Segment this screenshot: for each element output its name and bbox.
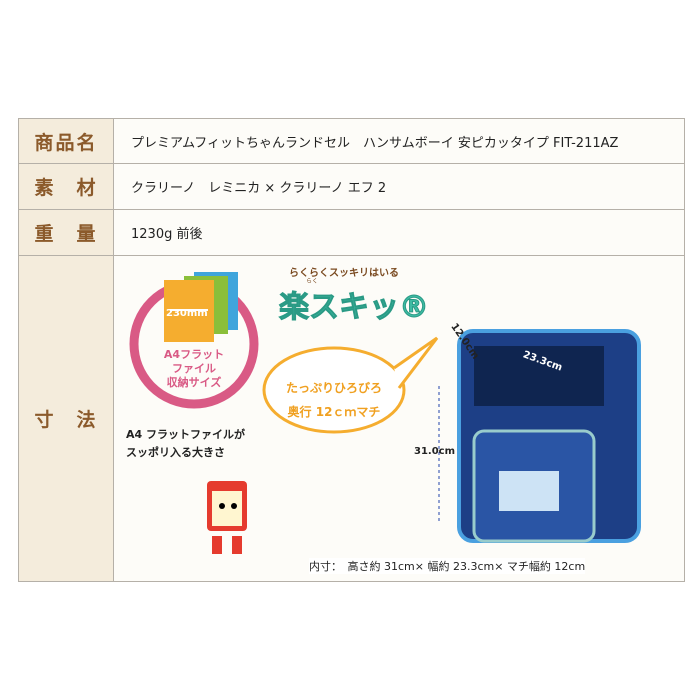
bubble-text: たっぷりひろびろ奥行 12ｃｍマチ: [285, 381, 382, 419]
tagline: らくらくスッキリはいる: [289, 268, 399, 279]
height-label: 31.0cm: [414, 446, 456, 457]
inner-size: 内寸： 高さ約 31cm× 幅約 23.3cm× マチ幅約 12cm: [309, 558, 586, 574]
label-material: 素 材: [18, 163, 114, 210]
logo-ruby: らく: [306, 278, 319, 285]
spec-table: 商品名プレミアムフィットちゃんランドセル ハンサムボーイ 安ピカッタイプ FIT…: [18, 118, 685, 582]
speech-bubble: [262, 336, 439, 434]
randoseru-bag-illustration: [438, 329, 641, 543]
dimensions-illustration: 230mm A4フラットファイル収納サイズ A4 フラットファイルがスッポリ入る…: [114, 256, 684, 581]
product-name: プレミアムフィットちゃんランドセル ハンサムボーイ 安ピカッタイプ FIT-21…: [113, 118, 685, 164]
a4-file-illustration: [129, 272, 259, 409]
mascot-illustration: [207, 481, 247, 554]
file-caption: A4 フラットファイルがスッポリ入る大きさ: [126, 428, 245, 459]
file-width: 230mm: [166, 308, 208, 319]
label-weight: 重 量: [18, 209, 114, 256]
material: クラリーノ レミニカ × クラリーノ エフ 2: [113, 163, 685, 210]
label-dimensions: 寸 法: [18, 255, 114, 582]
circle-text: A4フラットファイル収納サイズ: [163, 348, 225, 389]
raku-suki-logo: 楽スキッ®: [279, 290, 430, 326]
label-product-name: 商品名: [18, 118, 114, 164]
weight: 1230g 前後: [113, 209, 685, 256]
